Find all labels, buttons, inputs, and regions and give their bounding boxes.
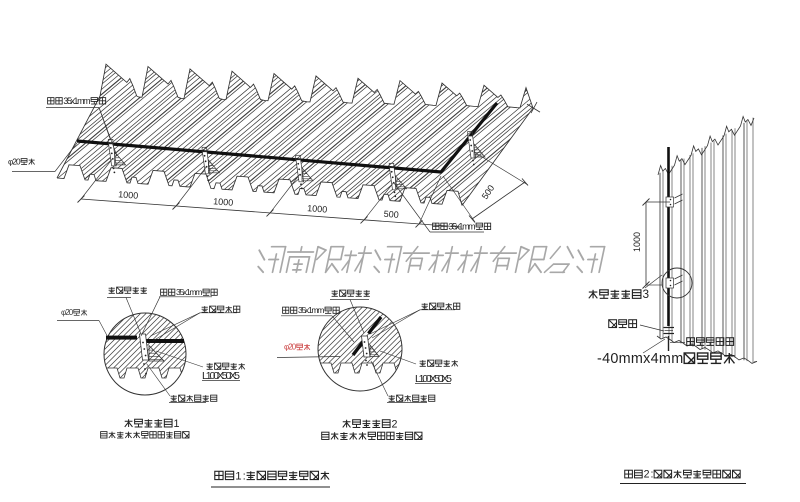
svg-text:35x1mm: 35x1mm <box>448 221 475 231</box>
svg-text:L100X50X5: L100X50X5 <box>202 370 240 382</box>
svg-text:φ20: φ20 <box>284 343 297 352</box>
svg-text:35x1mm: 35x1mm <box>63 96 90 106</box>
svg-text:1000: 1000 <box>213 196 234 207</box>
svg-text:2:: 2: <box>644 469 654 481</box>
svg-text:1000: 1000 <box>307 203 328 214</box>
svg-text:φ20: φ20 <box>8 157 21 166</box>
svg-text:1000: 1000 <box>118 189 139 200</box>
svg-text:2: 2 <box>392 418 398 430</box>
svg-text:35x1mm: 35x1mm <box>298 305 324 315</box>
svg-text:35x1mm: 35x1mm <box>176 287 202 297</box>
svg-text:1:: 1: <box>235 470 246 482</box>
svg-text:500: 500 <box>383 209 399 220</box>
svg-text:-40mmx4mm: -40mmx4mm <box>597 351 683 367</box>
svg-text:φ20: φ20 <box>61 308 74 317</box>
svg-text:1000: 1000 <box>632 232 642 252</box>
svg-text:1: 1 <box>174 418 180 430</box>
svg-text:3: 3 <box>643 287 650 301</box>
svg-text:L100X50X5: L100X50X5 <box>415 373 452 385</box>
